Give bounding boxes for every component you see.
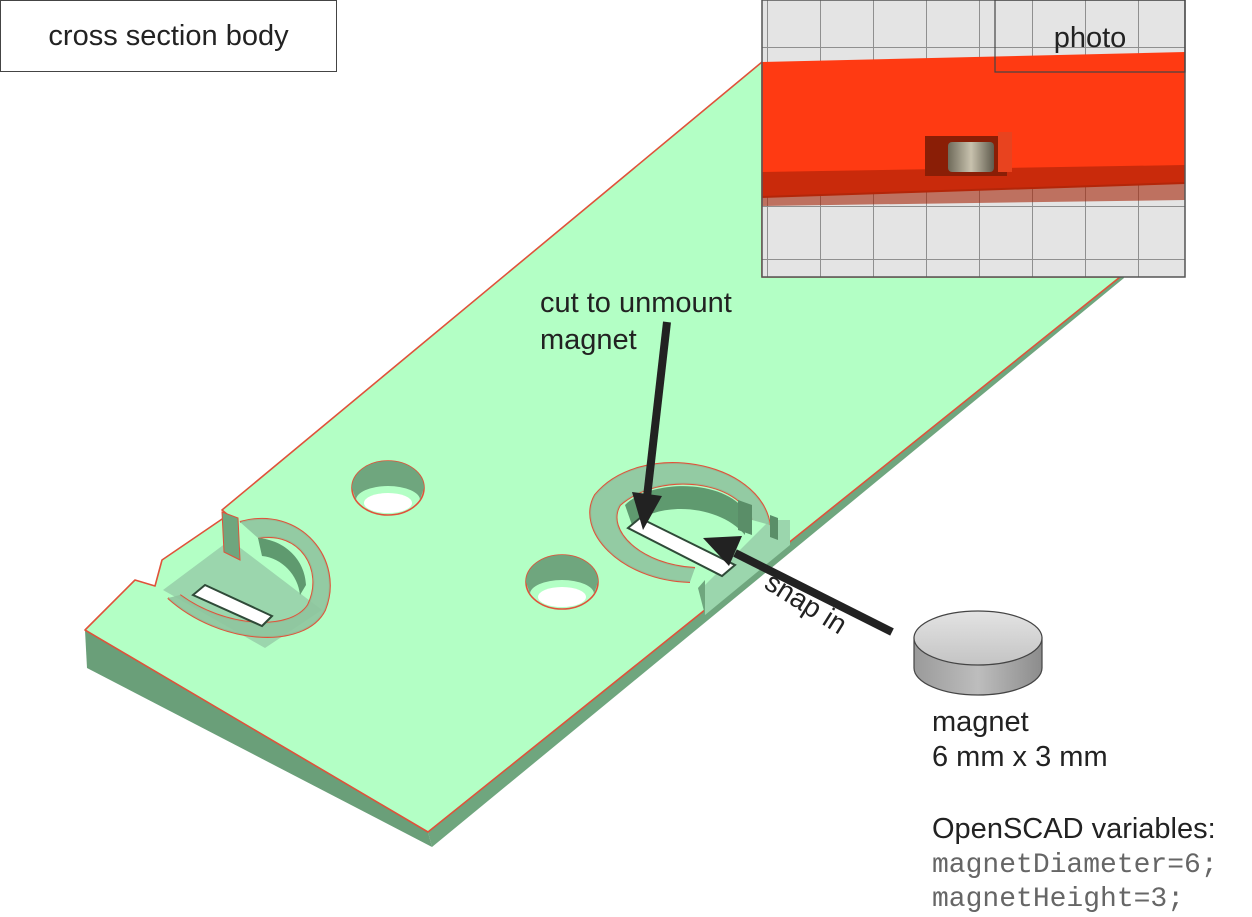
magnet-label-line1: magnet (932, 706, 1029, 738)
right-recess-wall (698, 580, 705, 615)
photo-magnet (948, 142, 994, 172)
photo-label-box (994, 0, 1186, 73)
right-magnet-slot (626, 516, 737, 578)
body-front-side-face (85, 630, 432, 847)
part-body (84, 61, 1124, 847)
magnet-size-label: 6 mm x 3 mm (932, 741, 1108, 773)
openscad-var-diameter: magnetDiameter=6; (932, 850, 1218, 881)
cross-section-label: cross section body (0, 0, 337, 72)
openscad-var-height: magnetHeight=3; (932, 884, 1185, 915)
through-hole-upper (351, 460, 425, 516)
photo-label: photo (1053, 22, 1127, 54)
printed-part-photo (762, 52, 1185, 196)
arrow-cut (632, 321, 671, 530)
cut-label-line2: magnet (540, 324, 637, 356)
magnet-icon (913, 610, 1043, 696)
through-hole-lower (525, 554, 599, 610)
arrow-snap-in (703, 536, 894, 636)
photo-inset (762, 0, 1185, 277)
left-recess-wall (221, 511, 241, 561)
cut-label-line1: cut to unmount (540, 287, 732, 319)
openscad-title: OpenSCAD variables: (932, 813, 1216, 845)
right-recess-floor (700, 520, 790, 615)
photo-frame (761, 0, 1186, 278)
left-ring-cutout (167, 517, 331, 638)
left-magnet-slot (191, 583, 274, 628)
